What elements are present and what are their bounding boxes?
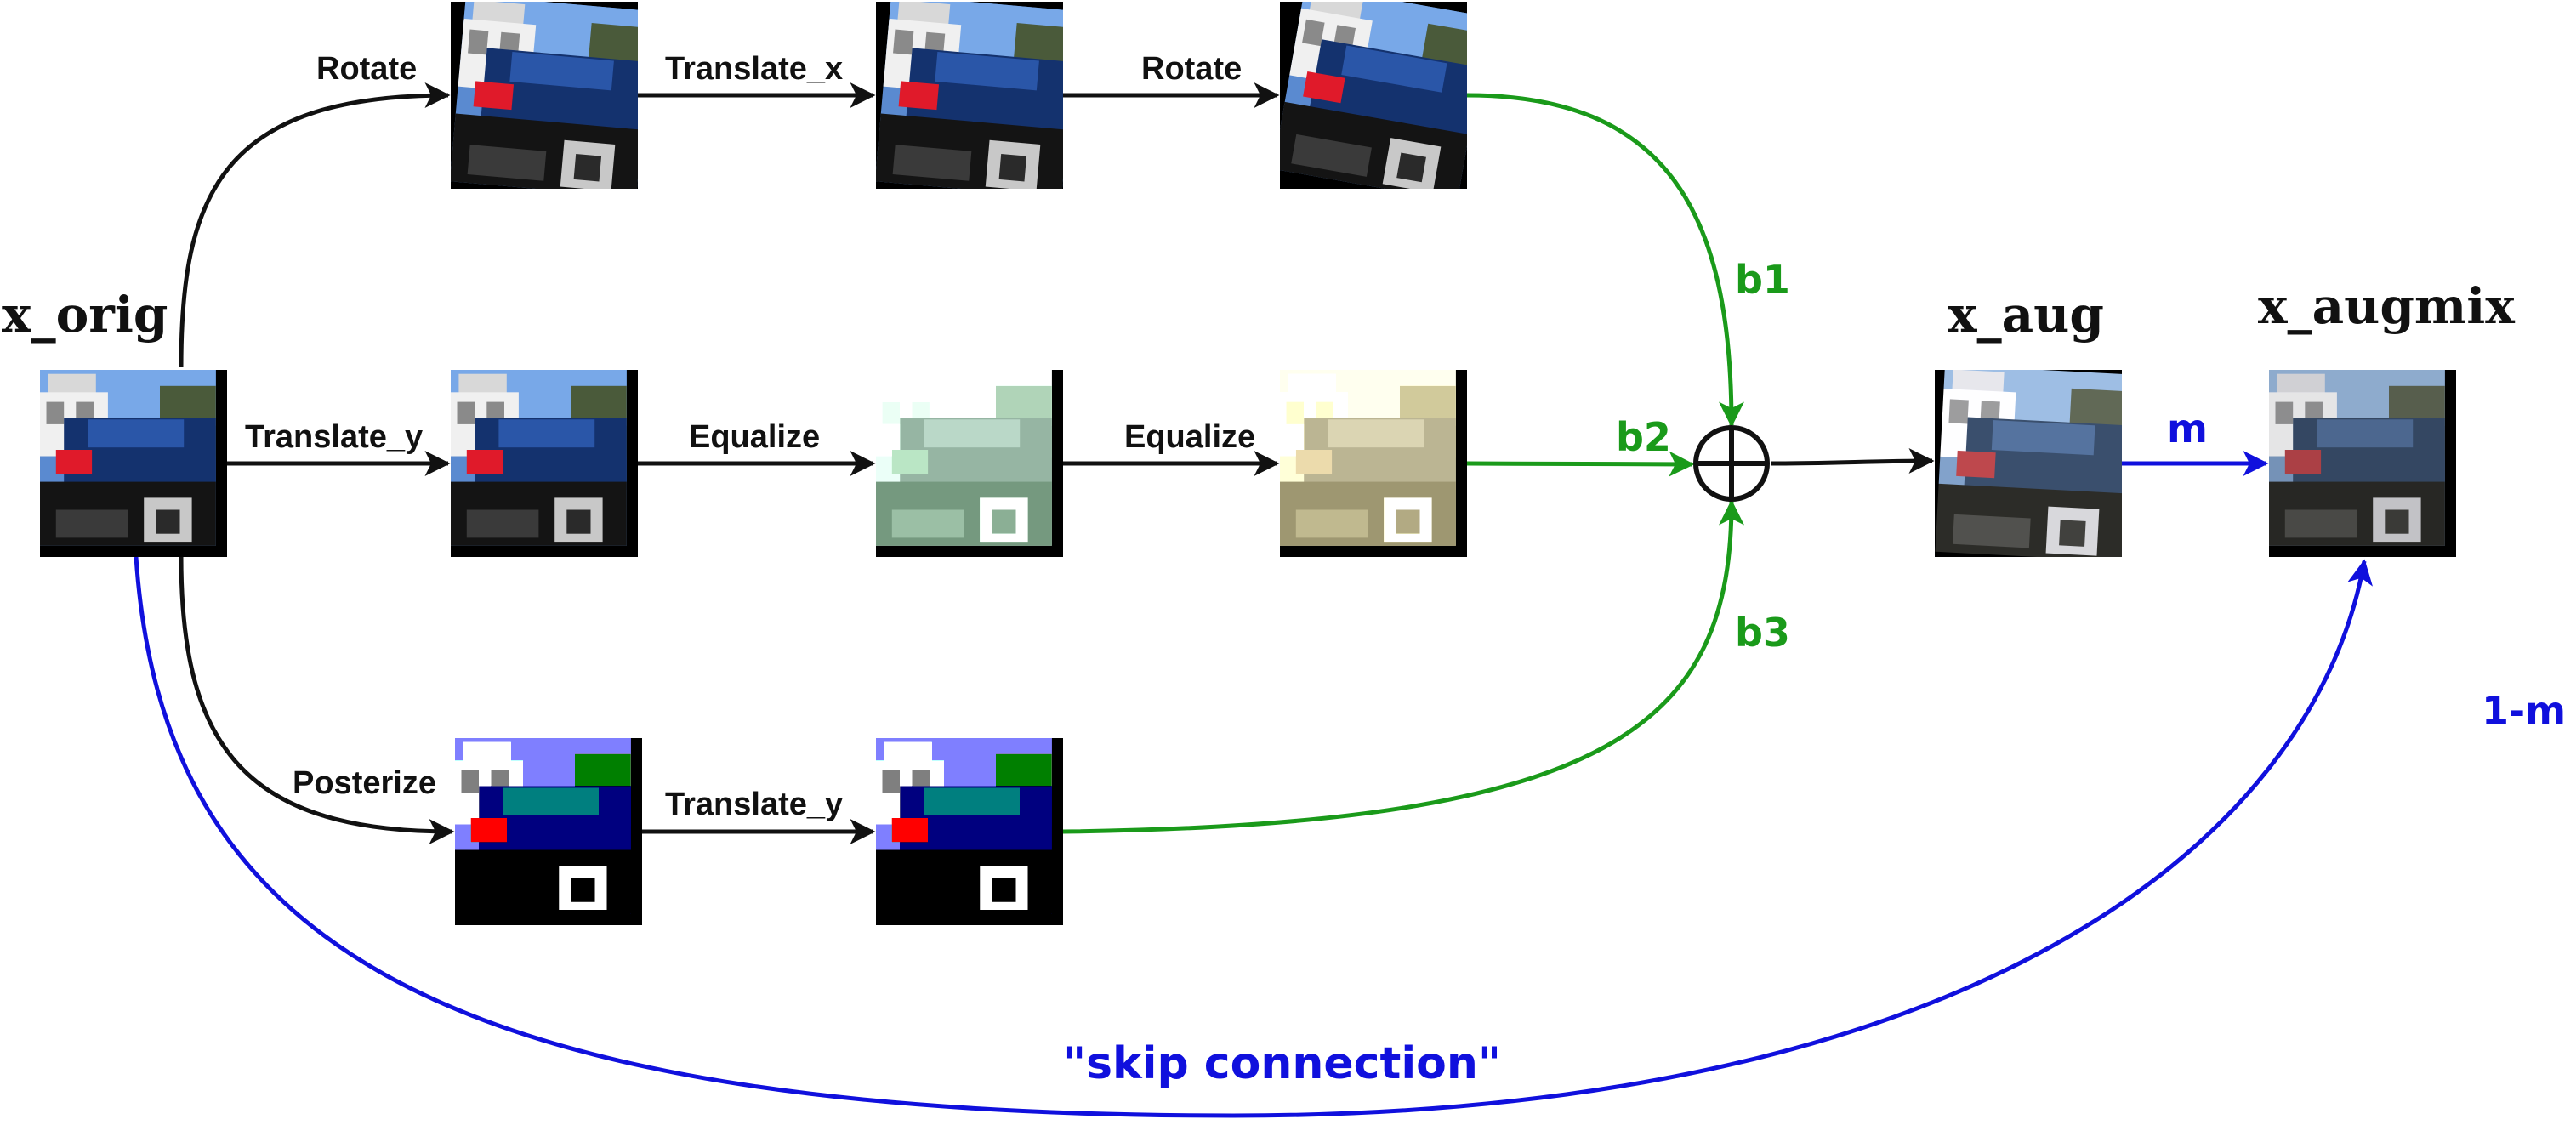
title-x-orig: x_orig bbox=[2, 286, 168, 344]
arrow-b1 bbox=[1466, 93, 1744, 428]
op-label: Rotate bbox=[1141, 51, 1242, 87]
image-tile bbox=[876, 738, 1063, 925]
op-label: Translate_y bbox=[245, 419, 423, 455]
image-tile bbox=[876, 370, 1063, 557]
sum-node bbox=[1693, 425, 1770, 502]
op-label: Equalize bbox=[1124, 419, 1255, 455]
op-label: Posterize bbox=[293, 765, 436, 801]
skip-connection-label: "skip connection" bbox=[1063, 1038, 1501, 1089]
weight-b3: b3 bbox=[1735, 610, 1790, 656]
arrow-b2 bbox=[1466, 451, 1695, 477]
mix-m: m bbox=[2167, 406, 2208, 452]
arrow-b3 bbox=[1062, 499, 1744, 834]
image-tile bbox=[451, 370, 638, 557]
image-tile bbox=[1280, 2, 1467, 189]
arrow-orig-to-chain1 bbox=[179, 82, 451, 368]
image-tile bbox=[876, 2, 1063, 189]
weight-b1: b1 bbox=[1735, 257, 1790, 303]
image-tile bbox=[451, 2, 638, 189]
op-label: Rotate bbox=[316, 51, 417, 87]
op-label: Translate_y bbox=[665, 787, 843, 822]
arrow-skip-connection bbox=[134, 556, 2373, 1118]
image-tile bbox=[1280, 370, 1467, 557]
weight-b2: b2 bbox=[1616, 414, 1671, 460]
image-tile bbox=[1935, 370, 2122, 557]
image-tile bbox=[2269, 370, 2456, 557]
mix-one-minus-m: 1-m bbox=[2482, 688, 2566, 734]
arrow-sum-to-aug bbox=[1770, 448, 1935, 474]
title-x-aug: x_aug bbox=[1948, 286, 2104, 344]
image-tile bbox=[40, 370, 227, 557]
arrow-orig-to-chain3 bbox=[179, 556, 455, 844]
title-x-augmix: x_augmix bbox=[2258, 277, 2515, 335]
image-tile bbox=[455, 738, 642, 925]
op-label: Translate_x bbox=[665, 51, 843, 87]
op-label: Equalize bbox=[689, 419, 820, 455]
